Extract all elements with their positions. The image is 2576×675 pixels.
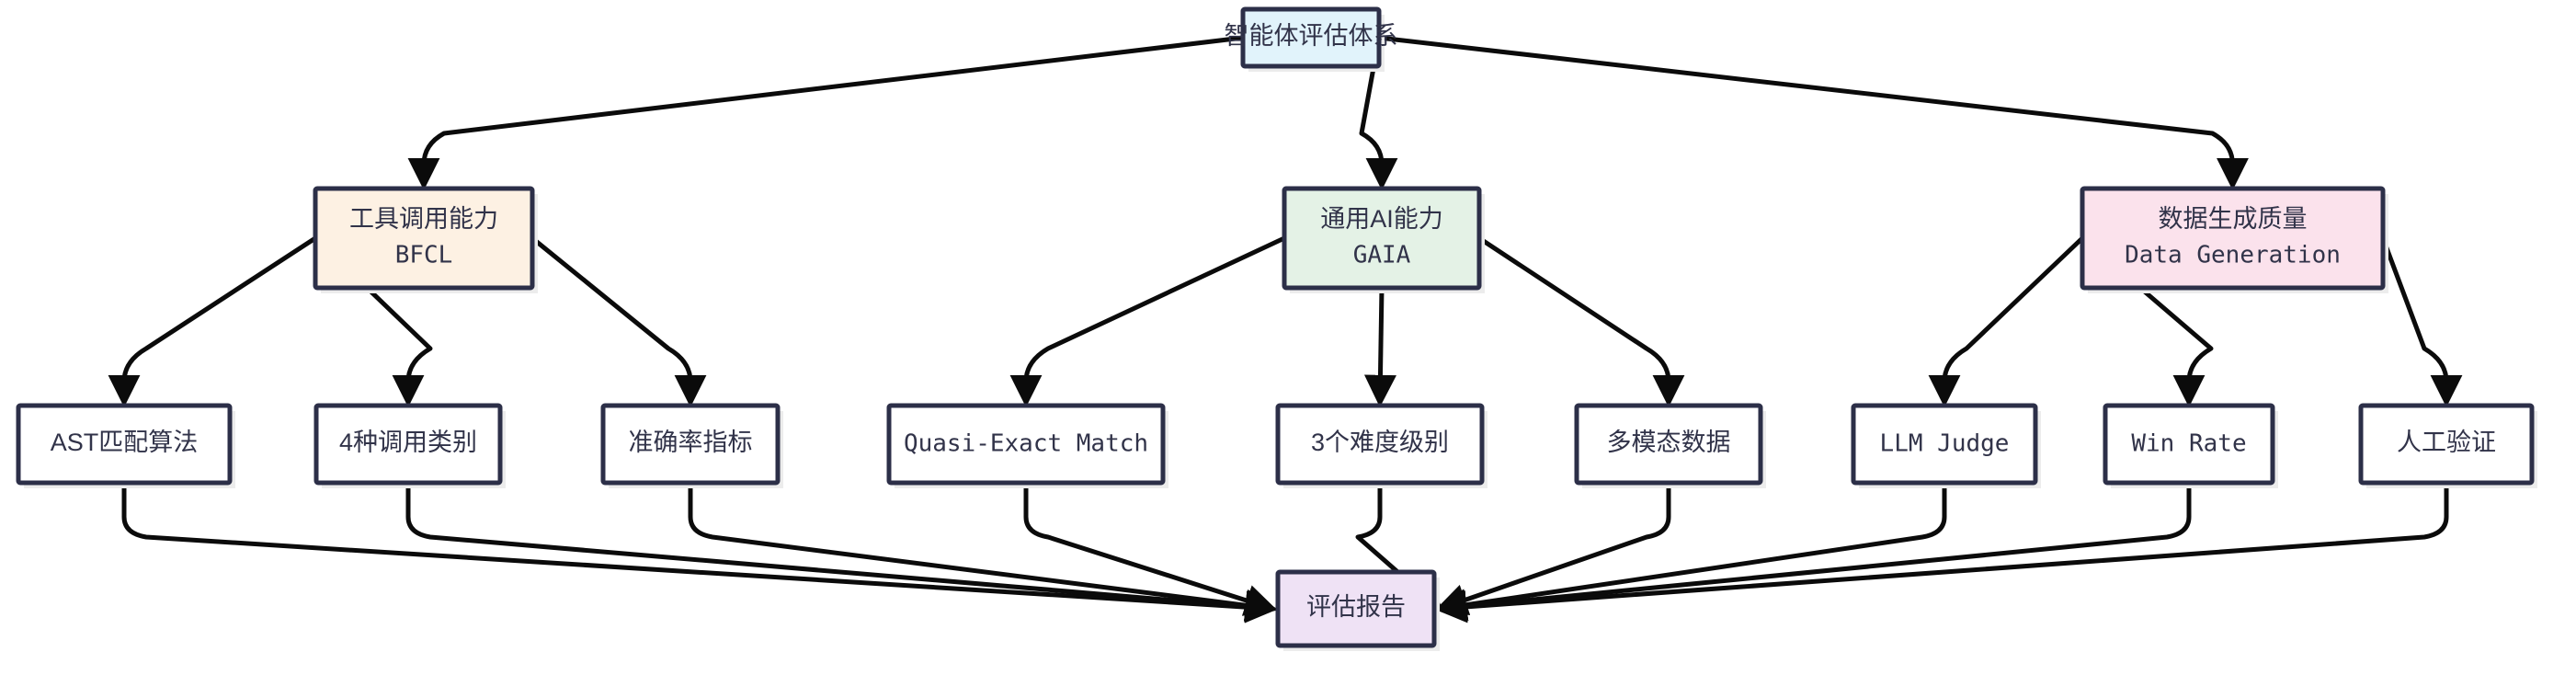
node-label: LLM Judge — [1880, 430, 2010, 458]
node-box[interactable] — [313, 186, 535, 291]
node-label: GAIA — [1353, 242, 1411, 269]
edge-datagen-to-llmjudge — [1928, 236, 2084, 407]
node-label: 数据生成质量 — [2159, 205, 2308, 233]
node-label: AST匹配算法 — [51, 429, 199, 456]
edge-multimodal-to-report — [1434, 483, 1671, 615]
node-ast[interactable]: AST匹配算法 — [16, 403, 235, 488]
node-difficulty[interactable]: 3个难度级别 — [1275, 403, 1487, 488]
node-root[interactable]: 智能体评估体系 — [1225, 6, 1398, 72]
edge-layer — [108, 35, 2463, 624]
node-bfcl[interactable]: 工具调用能力 BFCL — [313, 186, 538, 293]
node-box[interactable] — [886, 403, 1166, 486]
node-quasi[interactable]: Quasi-Exact Match — [886, 403, 1168, 488]
node-winrate[interactable]: Win Rate — [2103, 403, 2278, 488]
node-box[interactable] — [1275, 569, 1437, 648]
edge-root-to-gaia — [1359, 37, 1398, 190]
node-llmjudge[interactable]: LLM Judge — [1851, 403, 2041, 488]
node-box[interactable] — [1240, 6, 1382, 69]
edge-gaia-to-quasi — [1009, 235, 1286, 407]
edge-bfcl-to-accuracy — [530, 236, 707, 407]
node-box[interactable] — [313, 403, 503, 486]
edge-gaia-to-difficulty — [1363, 287, 1396, 407]
node-label: Quasi-Exact Match — [904, 430, 1148, 458]
edge-quasi-to-report — [1023, 483, 1278, 616]
node-multimodal[interactable]: 多模态数据 — [1574, 403, 1766, 488]
node-box[interactable] — [1275, 403, 1485, 486]
node-calltypes[interactable]: 4种调用类别 — [313, 403, 506, 488]
edge-gaia-to-multimodal — [1477, 235, 1685, 407]
edge-datagen-to-manual — [2380, 237, 2463, 407]
node-label: 工具调用能力 — [349, 205, 498, 233]
node-report[interactable]: 评估报告 — [1275, 569, 1440, 651]
node-box[interactable] — [2358, 403, 2535, 486]
node-gaia[interactable]: 通用AI能力 GAIA — [1282, 186, 1485, 293]
node-label: 4种调用类别 — [339, 429, 477, 456]
node-label: Data Generation — [2125, 242, 2341, 269]
edge-datagen-to-winrate — [2080, 236, 2214, 407]
edge-bfcl-to-ast — [108, 235, 317, 407]
edge-bfcl-to-calltypes — [313, 236, 433, 407]
node-label: 智能体评估体系 — [1225, 22, 1398, 50]
node-accuracy[interactable]: 准确率指标 — [600, 403, 783, 488]
edge-calltypes-to-report — [405, 483, 1278, 623]
edge-winrate-to-report — [1434, 483, 2192, 623]
edge-root-to-datagen — [1378, 35, 2249, 190]
node-box[interactable] — [1851, 403, 2038, 486]
edge-llmjudge-to-report — [1434, 483, 1947, 622]
node-label: 人工验证 — [2397, 429, 2496, 456]
node-box[interactable] — [2080, 186, 2386, 291]
node-label: 准确率指标 — [629, 429, 753, 456]
node-box[interactable] — [1574, 403, 1763, 486]
edge-difficulty-to-report — [1355, 483, 1444, 612]
node-label: 通用AI能力 — [1320, 205, 1443, 233]
edge-manual-to-report — [1434, 483, 2449, 624]
edge-ast-to-report — [121, 483, 1278, 624]
node-datagen[interactable]: 数据生成质量 Data Generation — [2080, 186, 2388, 293]
node-manual[interactable]: 人工验证 — [2358, 403, 2537, 488]
node-box[interactable] — [1282, 186, 1482, 291]
node-label: 3个难度级别 — [1311, 429, 1449, 456]
node-box[interactable] — [600, 403, 781, 486]
node-label: BFCL — [395, 242, 453, 269]
edge-accuracy-to-report — [688, 483, 1278, 622]
node-label: 多模态数据 — [1607, 429, 1731, 456]
node-label: 评估报告 — [1306, 593, 1406, 621]
edge-root-to-bfcl — [407, 35, 1244, 190]
node-box[interactable] — [2103, 403, 2275, 486]
node-box[interactable] — [16, 403, 233, 486]
node-label: Win Rate — [2131, 430, 2246, 458]
